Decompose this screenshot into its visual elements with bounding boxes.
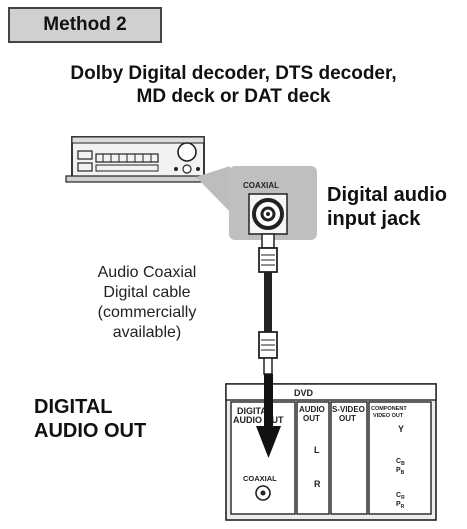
cable-label-line-1: Audio Coaxial [97, 264, 197, 281]
cable-label-line-2: Digital cable [103, 284, 191, 301]
panel-digital-label-1: DIGITAL [237, 406, 273, 416]
panel-component-label-1: COMPONENT [371, 406, 407, 412]
panel-component-y: Y [398, 424, 404, 434]
jack-title-line-1: Digital audio [327, 184, 447, 206]
cable-label-line-3: (commercially [97, 304, 197, 321]
jack-title-line-2: input jack [327, 208, 421, 230]
inset-coaxial-label: COAXIAL [243, 181, 279, 190]
cable-description: Audio Coaxial Digital cable (commerciall… [62, 263, 232, 343]
dvd-rear-panel [225, 383, 437, 521]
receiver-device-illustration [65, 136, 211, 183]
panel-svideo-label-1: S-VIDEO [332, 405, 365, 414]
panel-component-label-2: VIDEO OUT [373, 413, 404, 419]
panel-audio-l: L [314, 445, 320, 455]
out-label-line-2: AUDIO OUT [34, 420, 147, 442]
panel-audio-label-1: AUDIO [299, 405, 325, 414]
panel-digital-label-2: AUDIO OUT [233, 415, 284, 425]
panel-component-cb: CB [396, 458, 405, 467]
subtitle-line-1: Dolby Digital decoder, DTS decoder, [70, 63, 397, 84]
panel-component-pr: PR [396, 501, 405, 510]
method-label-box: Method 2 [8, 7, 162, 43]
panel-component-cr: CR [396, 492, 405, 501]
subtitle-line-2: MD deck or DAT deck [136, 86, 331, 107]
method-label: Method 2 [43, 14, 127, 35]
panel-audio-r: R [314, 479, 321, 489]
out-label-line-1: DIGITAL [34, 396, 113, 418]
coaxial-jack-icon [248, 193, 288, 235]
panel-svideo-label-2: OUT [339, 414, 356, 423]
signal-arrow [256, 374, 281, 458]
panel-coaxial-label: COAXIAL [243, 474, 277, 483]
callout-wedge [196, 166, 230, 212]
panel-component-pb: PB [396, 467, 405, 476]
cable-label-line-4: available) [112, 324, 182, 341]
coaxial-cable-illustration [258, 233, 278, 375]
panel-audio-label-2: OUT [303, 414, 320, 423]
panel-dvd-header: DVD [294, 388, 314, 398]
